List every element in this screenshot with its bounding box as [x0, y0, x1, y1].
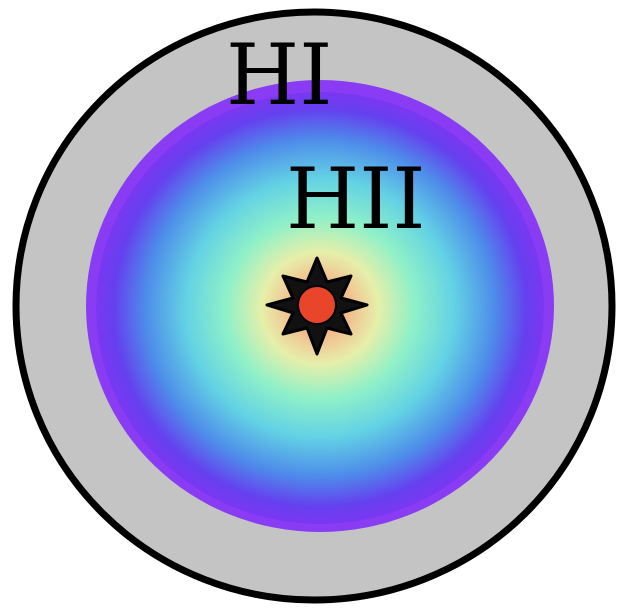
star-core — [298, 286, 336, 324]
hii-label: HII — [286, 150, 426, 248]
hi-label: HI — [226, 26, 332, 124]
